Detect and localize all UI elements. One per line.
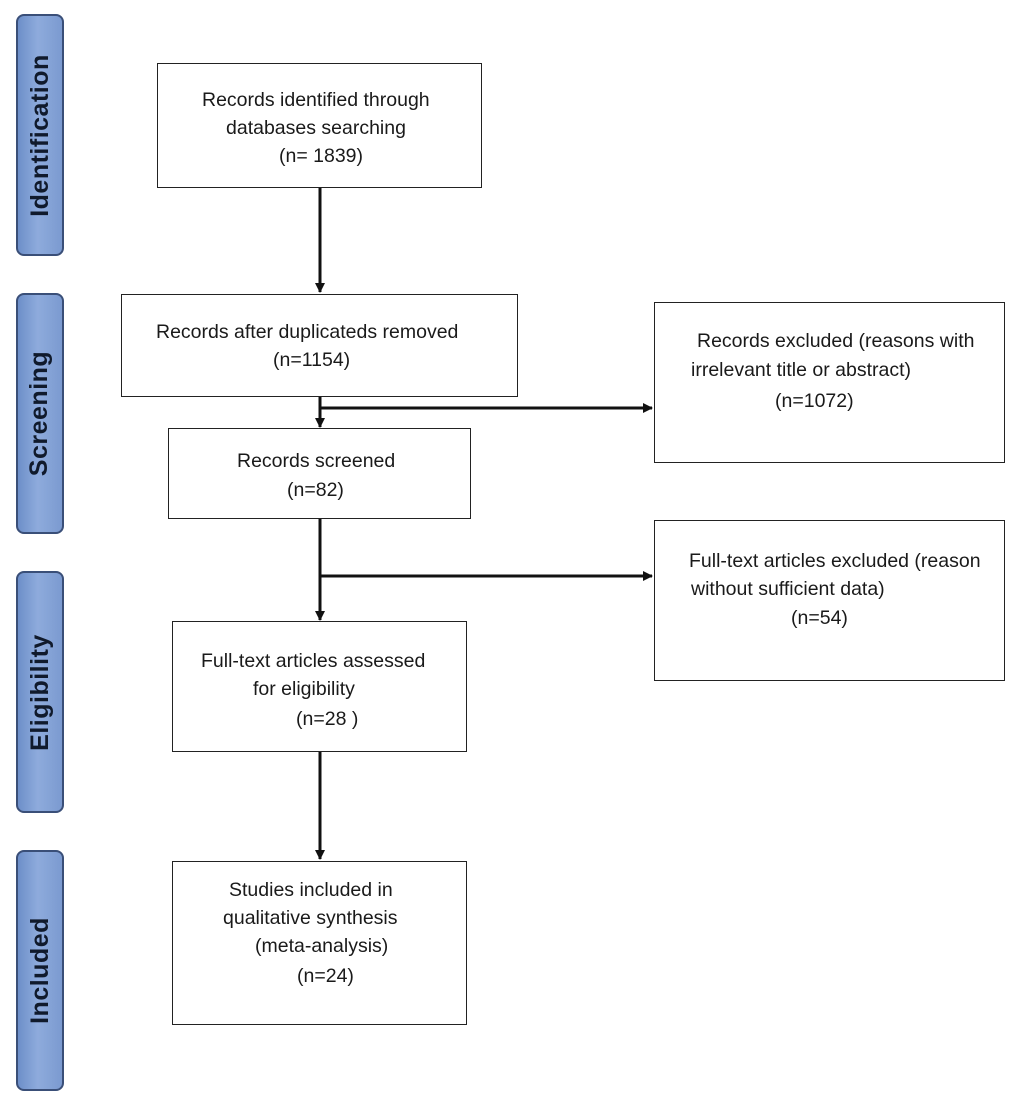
records-screened-box: Records screened (n=82) [168,428,471,519]
record-count: (n=1154) [273,349,351,371]
box-text: qualitative synthesis [223,907,398,929]
stage-included: Included [16,850,64,1091]
box-text: (meta-analysis) [255,935,389,957]
stage-eligibility: Eligibility [16,571,64,813]
records-excluded-box: Records excluded (reasons with irrelevan… [654,302,1005,463]
studies-included-box: Studies included in qualitative synthesi… [172,861,467,1025]
box-text: Studies included in [229,879,393,901]
record-count: (n=28 ) [296,708,359,730]
records-identified-box: Records identified through databases sea… [157,63,482,188]
record-count: (n=54) [791,607,848,629]
box-text: Records identified through [202,89,430,111]
record-count: (n=24) [297,965,354,987]
record-count: (n=82) [287,479,344,501]
box-text: Records excluded (reasons with [697,330,975,352]
box-text: Full-text articles assessed [201,650,426,672]
box-text: for eligibility [253,678,355,700]
stage-identification: Identification [16,14,64,256]
box-text: without sufficient data) [691,578,885,600]
box-text: databases searching [226,117,406,139]
box-text: Records screened [237,450,396,472]
fulltext-excluded-box: Full-text articles excluded (reason with… [654,520,1005,681]
stage-screening: Screening [16,293,64,534]
box-text: Full-text articles excluded (reason [689,550,981,572]
box-text: Records after duplicateds removed [156,321,459,343]
records-after-duplicates-box: Records after duplicateds removed (n=115… [121,294,518,397]
record-count: (n=1072) [775,390,854,412]
record-count: (n= 1839) [279,145,364,167]
box-text: irrelevant title or abstract) [691,359,911,381]
fulltext-assessed-box: Full-text articles assessed for eligibil… [172,621,467,752]
